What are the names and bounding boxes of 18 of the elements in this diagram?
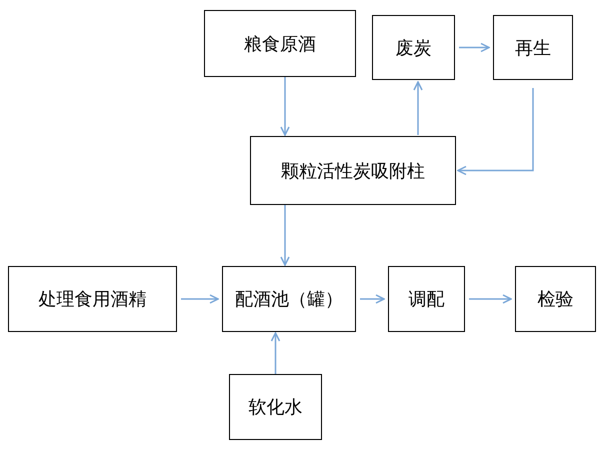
arrow xyxy=(181,294,219,304)
arrow xyxy=(280,205,290,266)
arrow xyxy=(469,294,512,304)
process-box: 颗粒活性炭吸附柱 xyxy=(250,136,456,205)
process-box: 废炭 xyxy=(372,15,455,80)
process-box: 处理食用酒精 xyxy=(8,266,177,332)
process-box: 再生 xyxy=(493,15,573,80)
arrow xyxy=(459,42,490,52)
arrow xyxy=(280,77,290,136)
arrow xyxy=(457,88,534,176)
process-box: 软化水 xyxy=(229,374,322,440)
process-box: 配酒池（罐） xyxy=(222,266,356,332)
arrow xyxy=(270,332,280,374)
process-box: 检验 xyxy=(515,266,596,332)
process-box: 粮食原酒 xyxy=(204,10,356,77)
arrow xyxy=(413,81,423,135)
process-box: 调配 xyxy=(388,266,465,332)
arrow xyxy=(360,294,385,304)
